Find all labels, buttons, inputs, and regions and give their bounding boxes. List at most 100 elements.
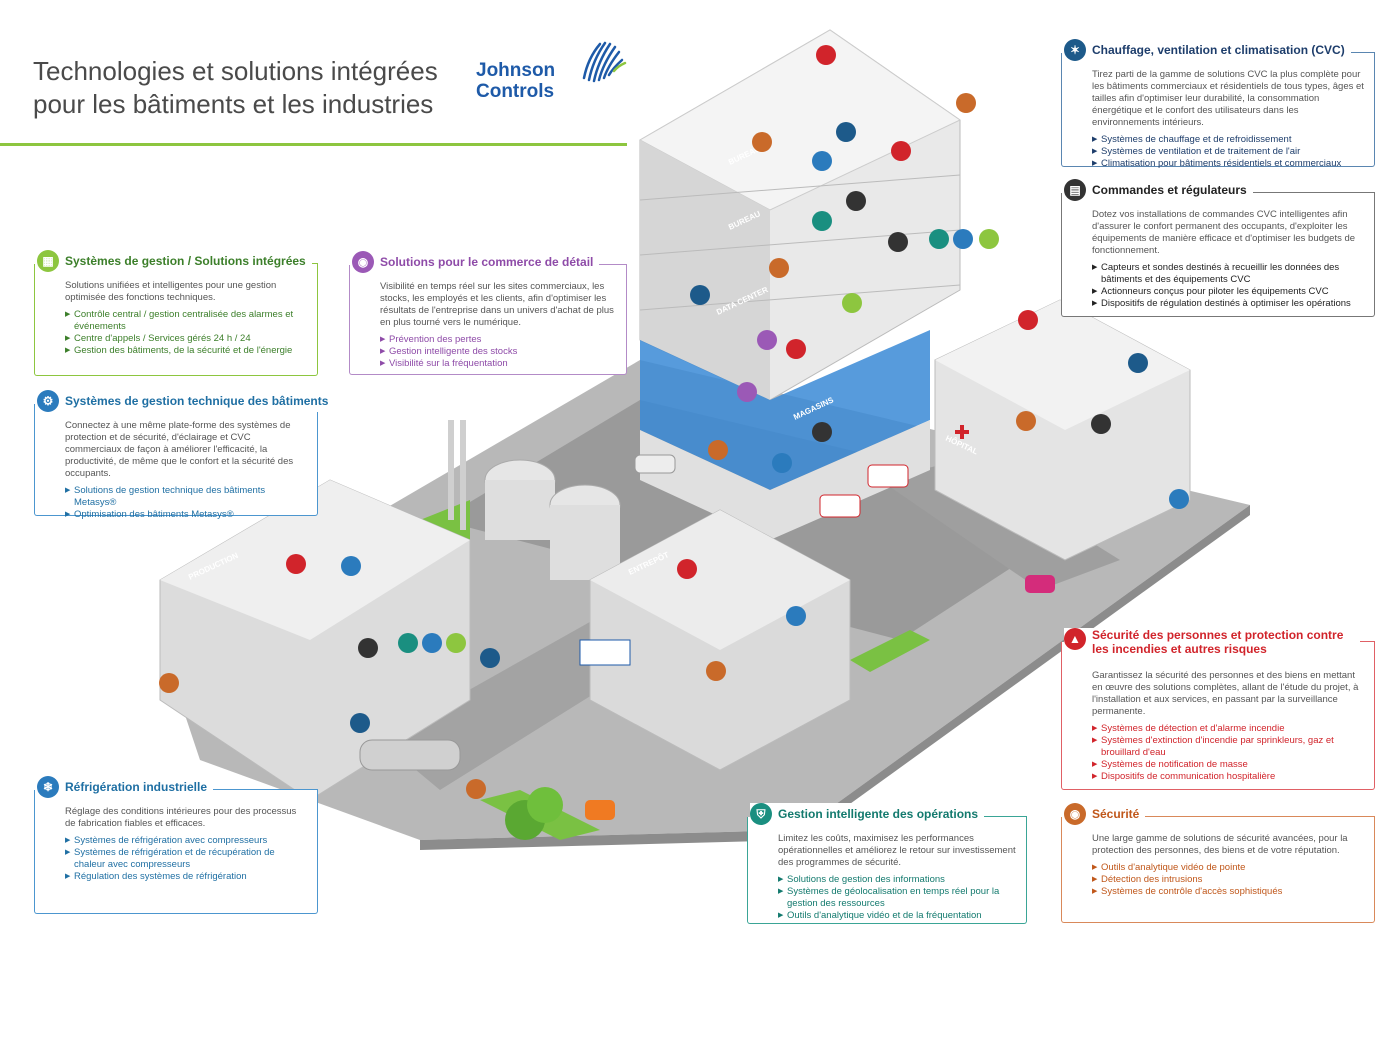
- panel-item[interactable]: Visibilité sur la fréquentation: [380, 358, 616, 370]
- panel-title: Sécurité: [1092, 807, 1140, 821]
- fire-marker-icon[interactable]: [286, 554, 306, 574]
- silo-body: [550, 505, 620, 580]
- refrigeration-marker-icon[interactable]: [772, 453, 792, 473]
- security-marker-icon[interactable]: [706, 661, 726, 681]
- panel-item[interactable]: Systèmes de réfrigération avec compresse…: [65, 835, 307, 847]
- security-marker-icon[interactable]: [708, 440, 728, 460]
- panel-header: ▲ Sécurité des personnes et protection c…: [1064, 628, 1360, 656]
- title-divider: [0, 143, 627, 146]
- security-marker-icon[interactable]: [769, 258, 789, 278]
- controls-marker-icon[interactable]: [846, 191, 866, 211]
- security-marker-icon[interactable]: [1016, 411, 1036, 431]
- panel-item[interactable]: Prévention des pertes: [380, 334, 616, 346]
- refrigeration-marker-icon[interactable]: [1169, 489, 1189, 509]
- panel-item[interactable]: Contrôle central / gestion centralisée d…: [65, 309, 307, 333]
- security-marker-icon[interactable]: [956, 93, 976, 113]
- hvac-marker-icon[interactable]: [690, 285, 710, 305]
- panel-item[interactable]: Dispositifs de communication hospitalièr…: [1092, 771, 1364, 783]
- bms-marker-icon[interactable]: [812, 151, 832, 171]
- hospital-roof: [935, 300, 1190, 430]
- shops-ground: [640, 420, 930, 540]
- refrigeration-marker-icon[interactable]: [786, 606, 806, 626]
- panel-rule: [582, 264, 627, 265]
- hvac-marker-icon[interactable]: [480, 648, 500, 668]
- office-roof: [638, 29, 961, 211]
- panel-item[interactable]: Optimisation des bâtiments Metasys®: [65, 509, 307, 521]
- panel-item[interactable]: Outils d'analytique vidéo et de la fréqu…: [778, 910, 1016, 922]
- controls-marker-icon[interactable]: [888, 232, 908, 252]
- hvac-icon: ✶: [1064, 39, 1086, 61]
- operations-marker-icon[interactable]: [929, 229, 949, 249]
- panel-title: Systèmes de gestion / Solutions intégrée…: [65, 254, 306, 268]
- snowflake-icon: ❄: [37, 776, 59, 798]
- refrigeration-marker-icon[interactable]: [341, 556, 361, 576]
- panel-retail: ◉ Solutions pour le commerce de détail V…: [349, 251, 627, 375]
- controls-marker-icon[interactable]: [812, 422, 832, 442]
- floor-line: [639, 174, 961, 201]
- panel-item[interactable]: Capteurs et sondes destinés à recueillir…: [1092, 262, 1364, 286]
- controls-marker-icon[interactable]: [1091, 414, 1111, 434]
- integrated-marker-icon[interactable]: [842, 293, 862, 313]
- panel-item[interactable]: Actionneurs conçus pour piloter les équi…: [1092, 286, 1364, 298]
- panel-item[interactable]: Outils d'analytique vidéo de pointe: [1092, 862, 1364, 874]
- controls-marker-icon[interactable]: [358, 638, 378, 658]
- delivery-truck: [579, 639, 631, 666]
- security-marker-icon[interactable]: [159, 673, 179, 693]
- bms-marker-icon[interactable]: [422, 633, 442, 653]
- panel-item[interactable]: Centre d'appels / Services gérés 24 h / …: [65, 333, 307, 345]
- fire-marker-icon[interactable]: [816, 45, 836, 65]
- chimney: [460, 420, 466, 530]
- operations-marker-icon[interactable]: [812, 211, 832, 231]
- panel-title: Solutions pour le commerce de détail: [380, 255, 594, 269]
- panel-item[interactable]: Systèmes de détection et d'alarme incend…: [1092, 723, 1364, 735]
- integrated-marker-icon[interactable]: [979, 229, 999, 249]
- panel-title: Sécurité des personnes et protection con…: [1092, 628, 1344, 656]
- panel-item[interactable]: Systèmes de chauffage et de refroidissem…: [1092, 134, 1364, 146]
- panel-item[interactable]: Gestion intelligente des stocks: [380, 346, 616, 358]
- integrated-marker-icon[interactable]: [446, 633, 466, 653]
- panel-title: Réfrigération industrielle: [65, 780, 208, 794]
- panel-hvac: ✶ Chauffage, ventilation et climatisatio…: [1061, 39, 1375, 170]
- hvac-marker-icon[interactable]: [836, 122, 856, 142]
- hvac-marker-icon[interactable]: [350, 713, 370, 733]
- security-marker-icon[interactable]: [466, 779, 486, 799]
- fire-marker-icon[interactable]: [1018, 310, 1038, 330]
- fire-marker-icon[interactable]: [677, 559, 697, 579]
- panel-item[interactable]: Climatisation pour bâtiments résidentiel…: [1092, 158, 1364, 170]
- fire-marker-icon[interactable]: [891, 141, 911, 161]
- fire-marker-icon[interactable]: [786, 339, 806, 359]
- panel-item[interactable]: Régulation des systèmes de réfrigération: [65, 871, 307, 883]
- panel-item[interactable]: Systèmes de réfrigération et de récupéra…: [65, 847, 307, 871]
- bms-marker-icon[interactable]: [953, 229, 973, 249]
- panel-item[interactable]: Détection des intrusions: [1092, 874, 1364, 886]
- panel-list: Solutions de gestion technique des bâtim…: [65, 485, 307, 521]
- title-line-2: pour les bâtiments et les industries: [33, 89, 434, 119]
- hvac-marker-icon[interactable]: [1128, 353, 1148, 373]
- production-roof: [160, 480, 470, 640]
- security-marker-icon[interactable]: [752, 132, 772, 152]
- hospital-cross-v: [960, 425, 964, 439]
- panel-item[interactable]: Dispositifs de régulation destinés à opt…: [1092, 298, 1364, 310]
- floor-line: [639, 229, 961, 256]
- operations-marker-icon[interactable]: [398, 633, 418, 653]
- ambulance: [867, 464, 909, 488]
- panel-item[interactable]: Systèmes de ventilation et de traitement…: [1092, 146, 1364, 158]
- panel-header: ▤ Commandes et régulateurs: [1064, 179, 1253, 201]
- panel-integrated-solutions: ▦ Systèmes de gestion / Solutions intégr…: [34, 250, 318, 376]
- panel-item[interactable]: Solutions de gestion des informations: [778, 874, 1016, 886]
- logo-text: Johnson Controls: [476, 60, 555, 102]
- panel-operations: ⛨ Gestion intelligente des opérations Li…: [747, 803, 1027, 924]
- panel-item[interactable]: Systèmes de notification de masse: [1092, 759, 1364, 771]
- panel-list: Contrôle central / gestion centralisée d…: [65, 309, 307, 357]
- panel-refrigeration: ❄ Réfrigération industrielle Réglage des…: [34, 776, 318, 914]
- panel-rule: [197, 789, 318, 790]
- retail-marker-icon[interactable]: [737, 382, 757, 402]
- panel-item[interactable]: Systèmes de contrôle d'accès sophistiqué…: [1092, 886, 1364, 898]
- panel-item[interactable]: Gestion des bâtiments, de la sécurité et…: [65, 345, 307, 357]
- retail-marker-icon[interactable]: [757, 330, 777, 350]
- panel-item[interactable]: Solutions de gestion technique des bâtim…: [65, 485, 307, 509]
- panel-item[interactable]: Systèmes de géolocalisation en temps rée…: [778, 886, 1016, 910]
- panel-item[interactable]: Systèmes d'extinction d'incendie par spr…: [1092, 735, 1364, 759]
- panel-rule: [1144, 816, 1375, 817]
